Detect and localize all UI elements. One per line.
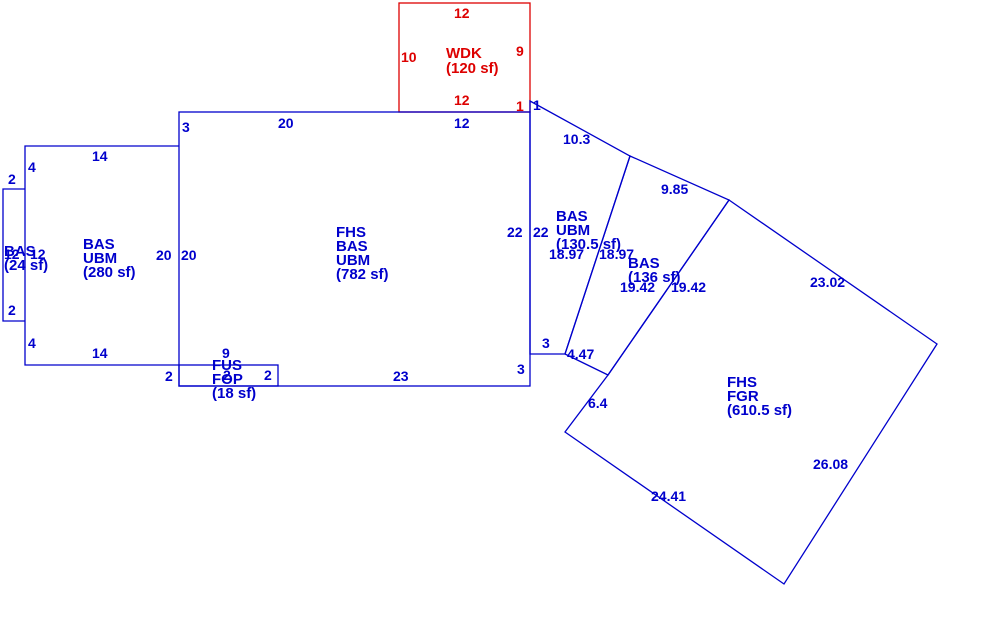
small-left-outline: [2, 188, 25, 322]
dim-ubm-diag-a: 18.97: [549, 246, 584, 262]
main-area-label: FHS BAS UBM (782 sf): [336, 224, 389, 283]
dim-small-right-side: 12: [30, 246, 46, 262]
dim-main-bottom-left: 2: [165, 368, 173, 384]
dim-main-bottom-right: 3: [517, 361, 525, 377]
dim-ubm-left: 22: [533, 224, 549, 240]
dim-left-bottom-corner: 4: [28, 335, 36, 351]
dim-wdk-bottom: 12: [454, 92, 470, 108]
dim-gar-bottom: 24.41: [651, 488, 686, 504]
dim-bas-top: 9.85: [661, 181, 688, 197]
dim-wdk-left: 10: [401, 49, 417, 65]
dim-small-left-side: 12: [4, 246, 20, 262]
dim-ubm-diag-b: 18.97: [599, 246, 634, 262]
dim-main-top-right: 12: [454, 115, 470, 131]
porch-outline: [178, 364, 279, 387]
ubm-right-area-label: BAS UBM (130.5 sf): [556, 208, 621, 253]
dim-bas-diag-a: 19.42: [620, 279, 655, 295]
dim-main-top-left: 3: [182, 119, 190, 135]
dim-porch-right: 2: [264, 367, 272, 383]
dim-main-top: 20: [278, 115, 294, 131]
dim-left-bottom: 14: [92, 345, 108, 361]
dim-wdk-right: 9: [516, 43, 524, 59]
dim-gar-left: 6.4: [588, 395, 608, 411]
dim-small-bottom: 2: [8, 302, 16, 318]
dim-gar-top: 23.02: [810, 274, 845, 290]
dim-left-left: 20: [156, 247, 172, 263]
dim-porch-top: 9: [222, 345, 230, 361]
left-area-label: BAS UBM (280 sf): [83, 236, 136, 281]
dim-main-bottom: 23: [393, 368, 409, 384]
dim-bas-diag-b: 19.42: [671, 279, 706, 295]
garage-area-label: FHS FGR (610.5 sf): [727, 374, 792, 419]
dim-wdk-corner: 1: [516, 98, 524, 114]
dim-ubm-bottom-left: 3: [542, 335, 550, 351]
dim-main-corner-right: 1: [533, 97, 541, 113]
dim-ubm-bottom: 4.47: [567, 346, 594, 362]
garage-outline: [564, 199, 938, 585]
dim-wdk-top: 12: [454, 5, 470, 21]
dim-main-right: 22: [507, 224, 523, 240]
dim-porch-left: 2: [223, 367, 231, 383]
dim-small-top: 2: [8, 171, 16, 187]
dim-gar-right: 26.08: [813, 456, 848, 472]
wdk-label: WDK (120 sf): [446, 45, 499, 77]
porch-area-label: FUS FOP (18 sf): [212, 357, 256, 402]
dim-left-top: 14: [92, 148, 108, 164]
dim-ubm-top: 10.3: [563, 131, 590, 147]
left-outline: [24, 145, 179, 366]
dim-main-left: 20: [181, 247, 197, 263]
bas-right-area-label: BAS (136 sf): [628, 255, 681, 286]
small-left-area-label: BAS (24 sf): [4, 243, 48, 274]
dim-left-top-corner: 4: [28, 159, 36, 175]
